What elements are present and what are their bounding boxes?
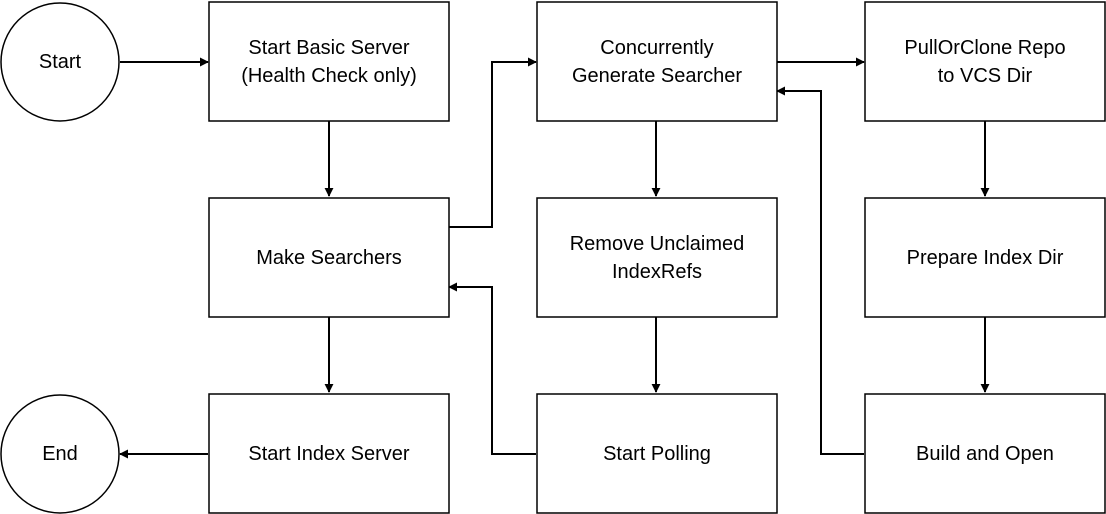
edge-make-searchers-to-generate-searcher xyxy=(449,57,537,228)
start-polling-box xyxy=(536,393,778,514)
connectors xyxy=(119,57,990,459)
start-basic-server-box xyxy=(208,1,450,122)
end-node xyxy=(0,394,120,514)
build-and-open-box xyxy=(864,393,1106,514)
edge-start-polling-to-make-searchers xyxy=(448,282,536,455)
edge-build-open-to-generate-searcher xyxy=(776,86,864,455)
pullorclone-repo-box xyxy=(864,1,1106,122)
concurrently-generate-searcher-box xyxy=(536,1,778,122)
prepare-index-dir-box xyxy=(864,197,1106,318)
make-searchers-box xyxy=(208,197,450,318)
start-index-server-box xyxy=(208,393,450,514)
start-node xyxy=(0,2,120,122)
remove-unclaimed-indexrefs-box xyxy=(536,197,778,318)
